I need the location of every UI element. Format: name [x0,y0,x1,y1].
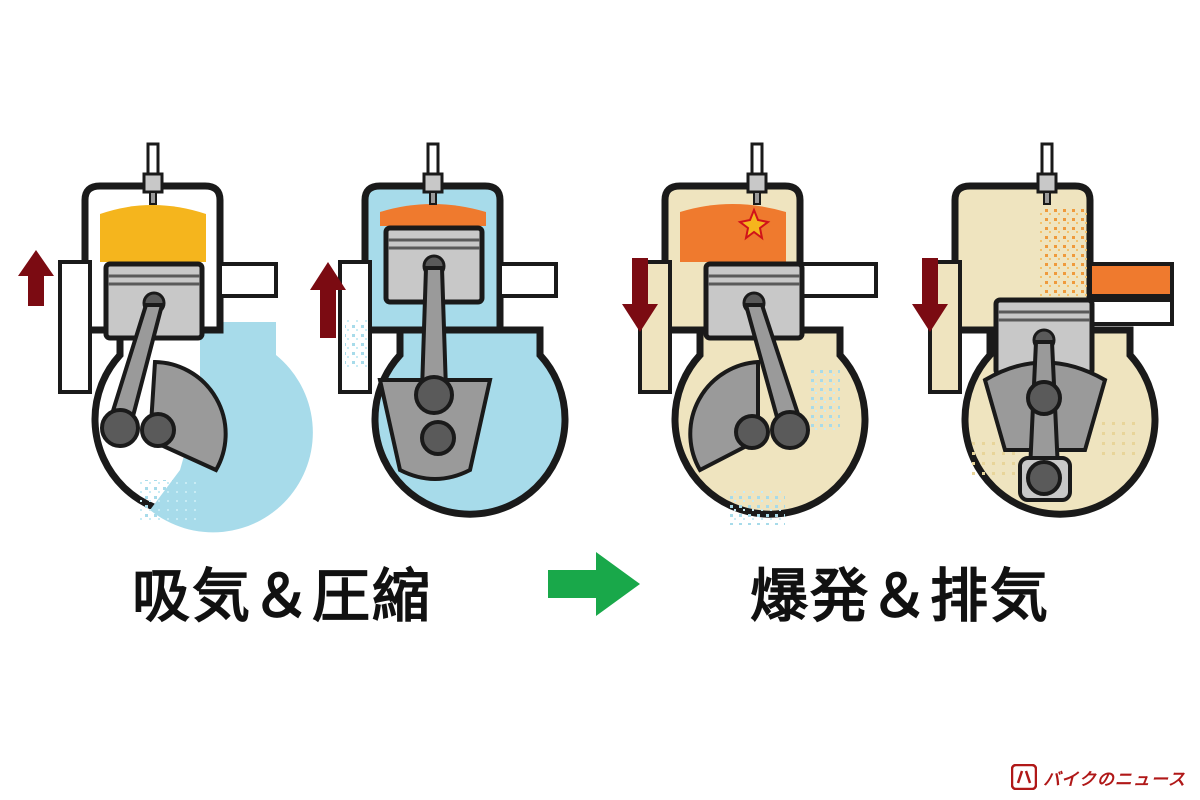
piston [383,225,485,305]
crankshaft [734,414,770,450]
logo-mark-icon [1011,764,1038,790]
combustion-chamber [680,204,786,262]
crank-pin [100,408,140,448]
spark-plug [1036,142,1058,205]
engine-4 [912,142,1174,518]
crank-pin [770,410,810,450]
mixture-dots [730,490,785,525]
crankshaft [420,420,456,456]
spark-plug [142,142,164,205]
mixture-dots [810,370,840,430]
site-logo: バイクのニュース [1011,762,1186,792]
arrow-icon [310,262,346,338]
crankshaft [1026,380,1062,416]
connecting-rod [419,266,449,392]
engine-1 [18,142,313,533]
spark-icon [737,207,771,241]
crankshaft [140,412,176,448]
burnt-gas-dots [1040,206,1088,296]
combustion-chamber [100,205,206,262]
mixture-dots [1095,420,1135,460]
arrow-right-icon [548,552,640,616]
caption-intake-compression: 吸気＆圧縮 [132,562,433,630]
exhaust-fill [1088,262,1174,298]
caption-combustion-exhaust: 爆発＆排気 [750,562,1051,630]
exhaust-port [1088,298,1174,326]
arrow-icon [912,258,948,332]
exhaust-port [798,262,878,298]
combustion-chamber [380,204,486,226]
crank-pin [414,375,454,415]
arrow-icon [622,258,658,332]
exhaust-port [218,262,278,298]
engine-2 [310,142,569,518]
logo-text: バイクのニュース [1043,769,1186,790]
spark-plug [746,142,768,205]
engine-3 [622,142,878,525]
mixture-dots [140,480,200,520]
arrow-icon [18,250,54,306]
mixture-dots [345,320,370,370]
transfer-port [58,260,92,394]
spark-plug [422,142,444,205]
crank-pin-bearing [1026,460,1062,496]
exhaust-port [498,262,558,298]
